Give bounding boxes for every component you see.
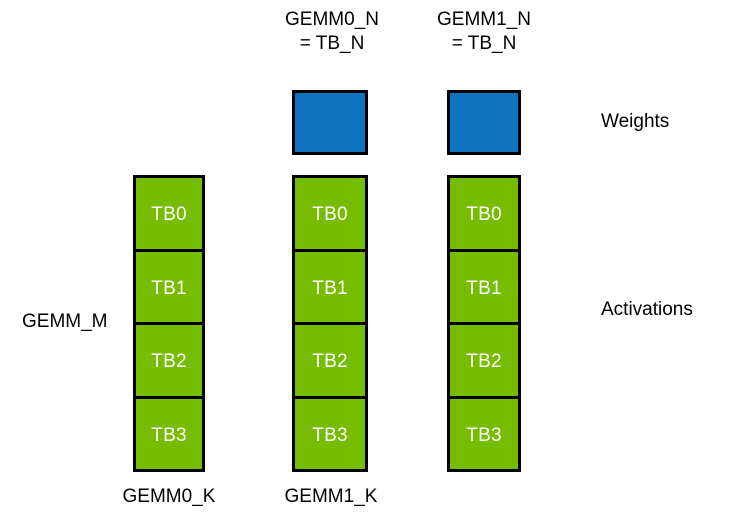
activation-stack-gemm0: TB0 TB1 TB2 TB3 [292,175,368,472]
row-label-weights: Weights [601,111,670,132]
activation-cell: TB2 [295,322,365,396]
column-header-gemm1-n: GEMM1_N = TB_N [437,9,531,54]
activation-cell: TB2 [450,322,518,396]
axis-label-gemm1-k: GEMM1_K [284,486,378,507]
activation-cell-label: TB3 [312,424,348,446]
column-header-gemm0-n: GEMM0_N = TB_N [285,9,379,54]
activation-cell-label: TB2 [312,351,348,373]
axis-label-gemm-m: GEMM_M [22,311,108,332]
activation-cell-label: TB0 [151,204,187,226]
activation-cell-label: TB1 [312,277,348,299]
activation-cell: TB3 [450,395,518,469]
activation-cell: TB3 [295,395,365,469]
activation-cell-label: TB2 [466,351,502,373]
activation-cell: TB1 [136,248,202,322]
activation-cell-label: TB3 [466,424,502,446]
activation-cell-label: TB0 [312,204,348,226]
activation-stack-gemm1: TB0 TB1 TB2 TB3 [447,175,521,472]
activation-cell: TB2 [136,322,202,396]
activation-cell: TB1 [295,248,365,322]
activation-cell-label: TB0 [466,204,502,226]
weights-box-gemm1 [447,90,521,155]
activation-cell-label: TB1 [151,277,187,299]
activation-cell-label: TB2 [151,351,187,373]
activation-cell: TB0 [295,178,365,249]
activation-cell: TB3 [136,395,202,469]
activation-cell-label: TB3 [151,424,187,446]
activation-cell: TB0 [450,178,518,249]
activation-cell: TB1 [450,248,518,322]
activation-cell: TB0 [136,178,202,249]
activation-stack-input: TB0 TB1 TB2 TB3 [133,175,205,472]
weights-box-gemm0 [292,90,368,155]
activation-cell-label: TB1 [466,277,502,299]
axis-label-gemm0-k: GEMM0_K [122,486,216,507]
row-label-activations: Activations [601,299,693,320]
